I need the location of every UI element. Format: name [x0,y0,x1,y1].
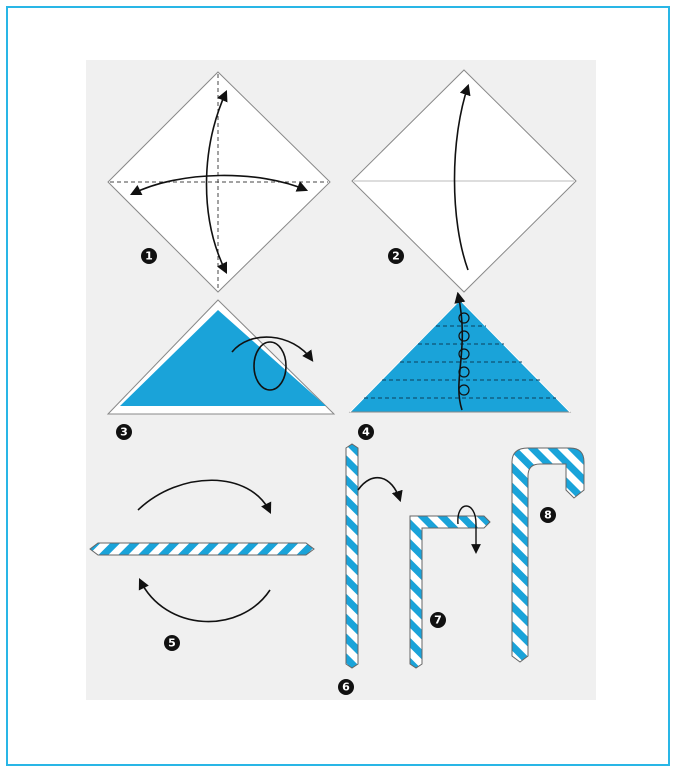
step-2-diagram [352,70,576,292]
step-3-number: 3 [116,424,132,440]
svg-text:4: 4 [362,426,370,439]
step-4-diagram [350,294,570,412]
step-1-diagram [108,72,330,292]
step-1-number: 1 [141,248,157,264]
step-8-diagram [512,448,584,662]
svg-text:3: 3 [120,426,128,439]
step-8-number: 8 [540,507,556,523]
step-4-number: 4 [358,424,374,440]
step-7-number: 7 [430,612,446,628]
svg-text:6: 6 [342,681,350,694]
step-3-diagram [108,300,334,414]
svg-text:7: 7 [434,614,442,627]
step-5-diagram [90,480,314,621]
step-6-number: 6 [338,679,354,695]
step-6-diagram [346,444,400,668]
step-2-number: 2 [388,248,404,264]
step-5-number: 5 [164,635,180,651]
step-7-diagram [410,506,490,668]
svg-text:5: 5 [168,637,176,650]
svg-text:8: 8 [544,509,552,522]
svg-text:1: 1 [145,250,153,263]
svg-text:2: 2 [392,250,400,263]
